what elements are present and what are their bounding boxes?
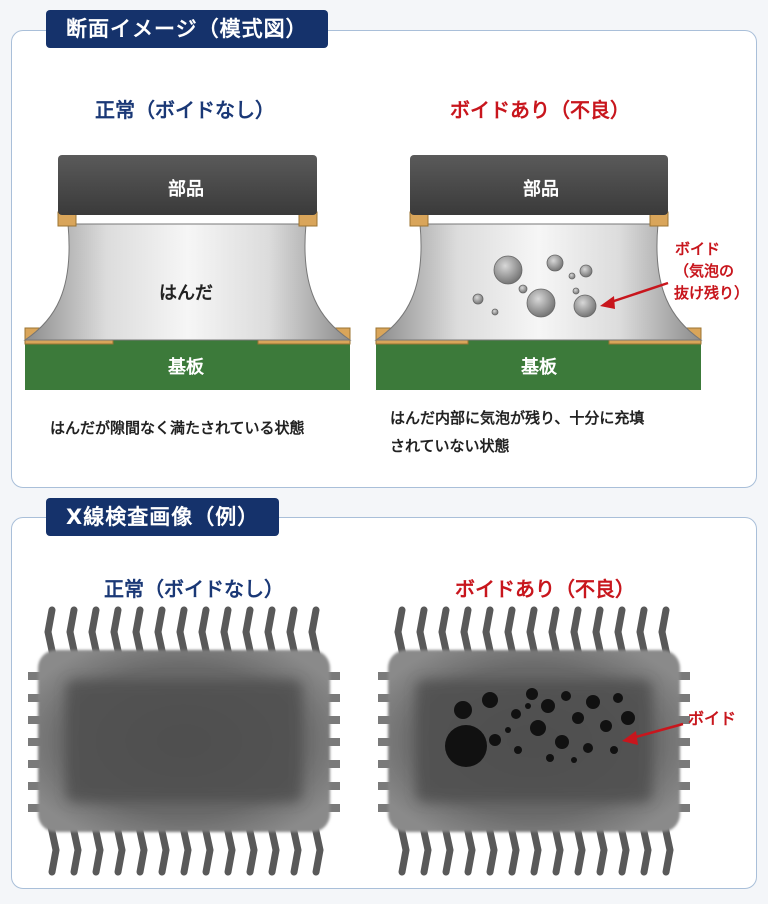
substrate-label: 基板 — [521, 357, 557, 378]
solder-fillet — [374, 223, 703, 341]
void-bubble — [518, 284, 528, 294]
normal-caption: はんだが隙間なく満たされている状態 — [50, 419, 305, 437]
void-heading: ボイドあり（不良） — [450, 98, 630, 122]
solder-fillet — [23, 223, 352, 341]
void-arrow — [600, 281, 669, 309]
void-bubble — [526, 288, 556, 318]
substrate — [25, 340, 350, 390]
substrate — [376, 340, 701, 390]
void-callout-label: 抜け残り） — [674, 284, 750, 302]
void-bubble — [579, 264, 593, 278]
cross-section-title: 断面イメージ（模式図） — [46, 10, 328, 48]
component-label: 部品 — [523, 179, 559, 200]
component-body — [58, 155, 317, 215]
void-bubble — [493, 255, 523, 285]
xray-void-arrow — [622, 722, 684, 745]
component-body — [410, 155, 668, 215]
component-label: 部品 — [168, 179, 204, 200]
void-callout-label: （気泡の — [674, 262, 735, 280]
void-bubble — [472, 293, 484, 305]
solder-label: はんだ — [159, 283, 213, 304]
solder-voids — [472, 254, 597, 318]
xray-normal-chip — [28, 610, 340, 872]
void-callout-label: ボイド — [675, 240, 721, 258]
xray-void-callout: ボイド — [688, 709, 737, 728]
xray-normal-heading: 正常（ボイドなし） — [104, 577, 284, 601]
xray-voids — [445, 688, 635, 767]
void-bubble — [546, 254, 564, 272]
void-bubble — [491, 308, 499, 316]
void-bubble — [572, 287, 580, 295]
xray-void-heading: ボイドあり（不良） — [455, 577, 635, 601]
substrate-label: 基板 — [168, 357, 204, 378]
void-bubble — [568, 272, 576, 280]
xray-void-chip — [378, 610, 690, 872]
void-caption-line1: はんだ内部に気泡が残り、十分に充填 — [390, 409, 645, 427]
normal-heading: 正常（ボイドなし） — [95, 98, 275, 122]
xray-title: X線検査画像（例） — [46, 498, 280, 536]
void-bubble — [573, 294, 597, 318]
void-caption-line2: されていない状態 — [390, 437, 510, 455]
